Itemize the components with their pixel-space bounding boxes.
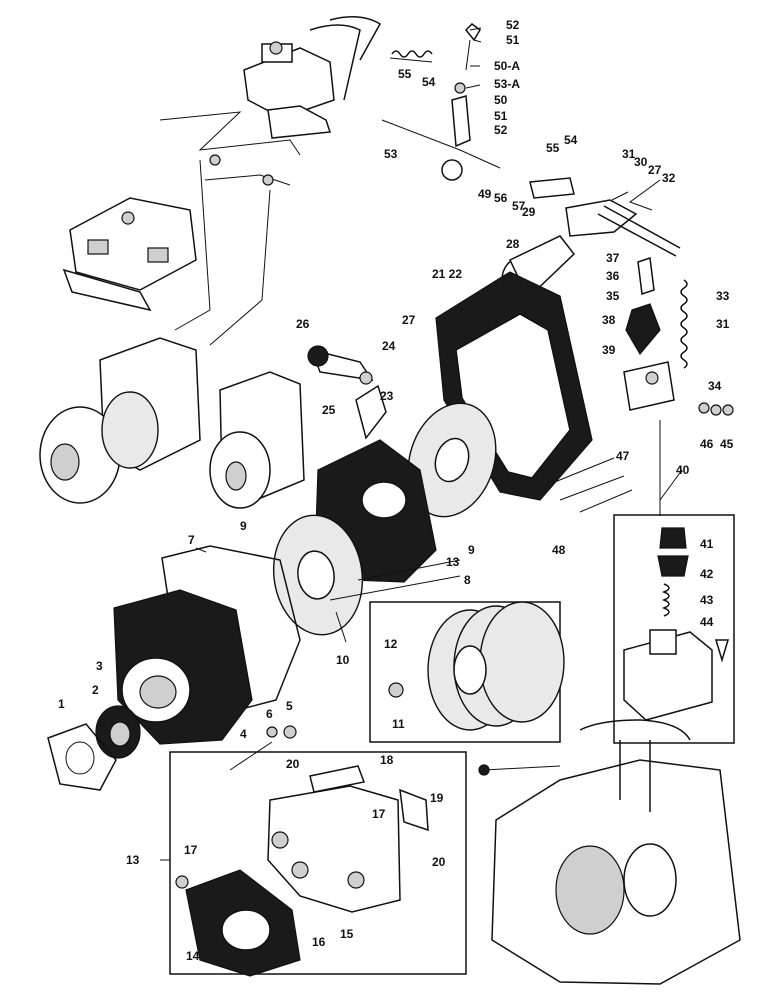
- part-label-41: 41: [700, 537, 714, 551]
- part-label-1: 1: [58, 697, 65, 711]
- brake-lines: [159, 111, 301, 346]
- part-label-10: 10: [336, 653, 350, 667]
- part-label-5: 5: [286, 699, 293, 713]
- part-label-18: 18: [380, 753, 394, 767]
- part-label-8: 8: [464, 573, 471, 587]
- brake-disc-upper: [407, 402, 497, 518]
- stud-and-nut: [229, 725, 297, 771]
- assembled-brake-middle: [209, 371, 305, 509]
- part-label-56: 56: [494, 191, 508, 205]
- part-label-7: 7: [188, 533, 195, 547]
- brake-disc-lower: [272, 514, 364, 636]
- part-label-42: 42: [700, 567, 714, 581]
- hardware-bolts: [539, 402, 734, 513]
- part-label-50-a: 50-A: [494, 59, 520, 73]
- part-label-57: 57: [512, 199, 526, 213]
- part-label-6: 6: [266, 707, 273, 721]
- part-label-14: 14: [186, 949, 200, 963]
- part-label-55: 55: [398, 67, 412, 81]
- part-label-3: 3: [96, 659, 103, 673]
- part-label-2: 2: [92, 683, 99, 697]
- part-label-25: 25: [322, 403, 336, 417]
- seal-bearing: [95, 705, 141, 759]
- outer-cover: [113, 589, 253, 745]
- part-label-52: 52: [506, 18, 520, 32]
- part-label-48: 48: [552, 543, 566, 557]
- part-label-17: 17: [184, 843, 198, 857]
- part-labels: 52 51 50-A 53-A 55 54 50 51 52 53 54 55 …: [58, 18, 734, 963]
- part-label-9: 9: [240, 519, 247, 533]
- linkage-arm: [307, 345, 387, 440]
- part-label-54: 54: [564, 133, 578, 147]
- part-label-29: 29: [522, 205, 536, 219]
- assembled-brake-left: [39, 337, 201, 504]
- part-label-9: 9: [468, 543, 475, 557]
- part-label-43: 43: [700, 593, 714, 607]
- pressure-plate-inset: [175, 765, 429, 977]
- part-label-27: 27: [402, 313, 416, 327]
- part-label-31: 31: [622, 147, 636, 161]
- part-label-54: 54: [422, 75, 436, 89]
- part-label-31: 31: [716, 317, 730, 331]
- hydraulic-valve-block-left: [62, 197, 197, 312]
- lining-pack: [388, 601, 565, 731]
- part-label-51: 51: [494, 109, 508, 123]
- part-label-52: 52: [494, 123, 508, 137]
- part-label-19: 19: [430, 791, 444, 805]
- part-label-55: 55: [546, 141, 560, 155]
- part-label-23: 23: [380, 389, 394, 403]
- part-label-12: 12: [384, 637, 398, 651]
- part-label-38: 38: [602, 313, 616, 327]
- part-label-45: 45: [720, 437, 734, 451]
- part-label-21-22: 21 22: [432, 267, 462, 281]
- part-label-20: 20: [286, 757, 300, 771]
- part-label-30: 30: [634, 155, 648, 169]
- part-label-47: 47: [616, 449, 630, 463]
- master-valve-top: [243, 16, 433, 139]
- part-label-44: 44: [700, 615, 714, 629]
- part-label-40: 40: [676, 463, 690, 477]
- tractor-installation-view: [478, 719, 741, 985]
- part-label-36: 36: [606, 269, 620, 283]
- part-label-33: 33: [716, 289, 730, 303]
- part-label-35: 35: [606, 289, 620, 303]
- outer-gasket: [47, 723, 117, 791]
- part-label-27: 27: [648, 163, 662, 177]
- part-label-37: 37: [606, 251, 620, 265]
- valve-assembly-inset: [623, 527, 730, 721]
- part-label-17: 17: [372, 807, 386, 821]
- part-label-13: 13: [446, 555, 460, 569]
- part-label-39: 39: [602, 343, 616, 357]
- boot-and-body: [623, 303, 675, 411]
- part-label-53: 53: [384, 147, 398, 161]
- leader-lines: [160, 27, 683, 861]
- part-label-20: 20: [432, 855, 446, 869]
- part-label-28: 28: [506, 237, 520, 251]
- part-label-4: 4: [240, 727, 247, 741]
- part-label-51: 51: [506, 33, 520, 47]
- inset-box-valve: [613, 514, 735, 744]
- part-label-49: 49: [478, 187, 492, 201]
- return-spring: [680, 279, 688, 369]
- part-label-24: 24: [382, 339, 396, 353]
- part-label-16: 16: [312, 935, 326, 949]
- part-label-32: 32: [662, 171, 676, 185]
- part-label-53-a: 53-A: [494, 77, 520, 91]
- part-label-34: 34: [708, 379, 722, 393]
- part-label-50: 50: [494, 93, 508, 107]
- inset-box-pressure-plate: [169, 751, 467, 975]
- part-label-46: 46: [700, 437, 714, 451]
- part-label-15: 15: [340, 927, 354, 941]
- part-label-11: 11: [392, 717, 405, 731]
- part-label-13: 13: [126, 853, 140, 867]
- part-label-26: 26: [296, 317, 310, 331]
